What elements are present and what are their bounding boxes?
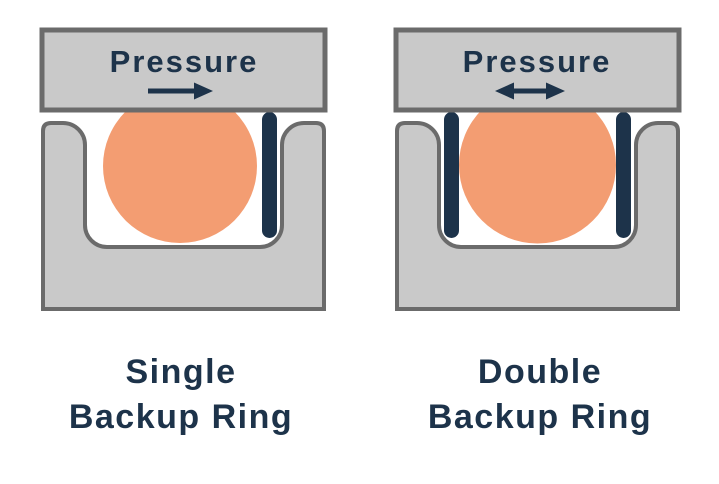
pressure-plate: [39, 27, 328, 113]
backup-ring-right: [616, 112, 631, 238]
backup-ring-left: [444, 112, 459, 238]
arrow-left-head: [495, 82, 514, 100]
panel-double-backup-ring: Pressure: [393, 27, 682, 311]
arrow-right-head: [194, 82, 213, 100]
arrow-right-icon: [148, 82, 213, 100]
backup-ring: [262, 112, 277, 238]
o-ring: [459, 86, 616, 244]
gland-block: [41, 121, 326, 311]
caption-single-line2: Backup Ring: [69, 398, 293, 436]
pressure-plate: [393, 27, 682, 113]
arrow-right-head: [546, 82, 565, 100]
caption-double-line1: Double: [478, 353, 602, 391]
pressure-label: Pressure: [110, 44, 259, 79]
arrow-left-right-icon: [495, 82, 565, 100]
o-ring: [103, 89, 257, 243]
pressure-label: Pressure: [463, 44, 612, 79]
caption-double-line2: Backup Ring: [428, 398, 652, 436]
caption-single-line1: Single: [125, 353, 236, 391]
panel-single-backup-ring: Pressure: [39, 27, 328, 311]
gland-block: [395, 121, 680, 311]
